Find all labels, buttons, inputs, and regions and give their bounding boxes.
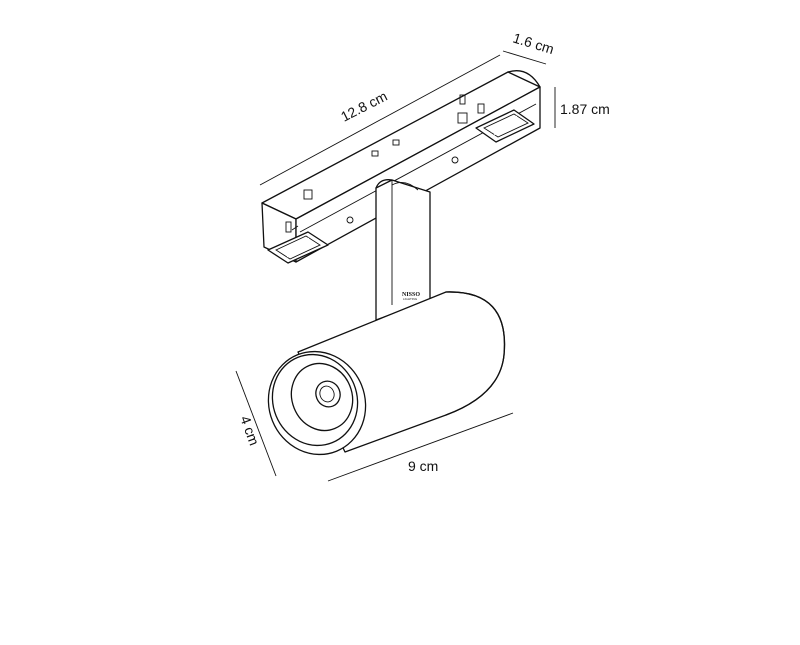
- brand-name: NISSO: [402, 292, 420, 298]
- track-adapter: [261, 70, 541, 264]
- right-connector-contacts: [475, 109, 535, 143]
- dimension-body-length-label: 9 cm: [408, 458, 438, 474]
- dimension-diameter-label: 4 cm: [237, 414, 262, 448]
- left-connector-contacts: [267, 231, 329, 264]
- dimension-width-label: 1.6 cm: [511, 30, 556, 58]
- stem: NISSO LIGHTING: [375, 179, 431, 321]
- dimension-body-length: 9 cm: [327, 412, 514, 482]
- dimension-height: 1.87 cm: [554, 87, 610, 128]
- brand-sub: LIGHTING: [403, 297, 418, 301]
- brand-logo: NISSO LIGHTING: [402, 292, 420, 301]
- dimension-height-label: 1.87 cm: [560, 101, 610, 117]
- dimension-width: 1.6 cm: [502, 30, 556, 65]
- spotlight-body: [267, 291, 506, 456]
